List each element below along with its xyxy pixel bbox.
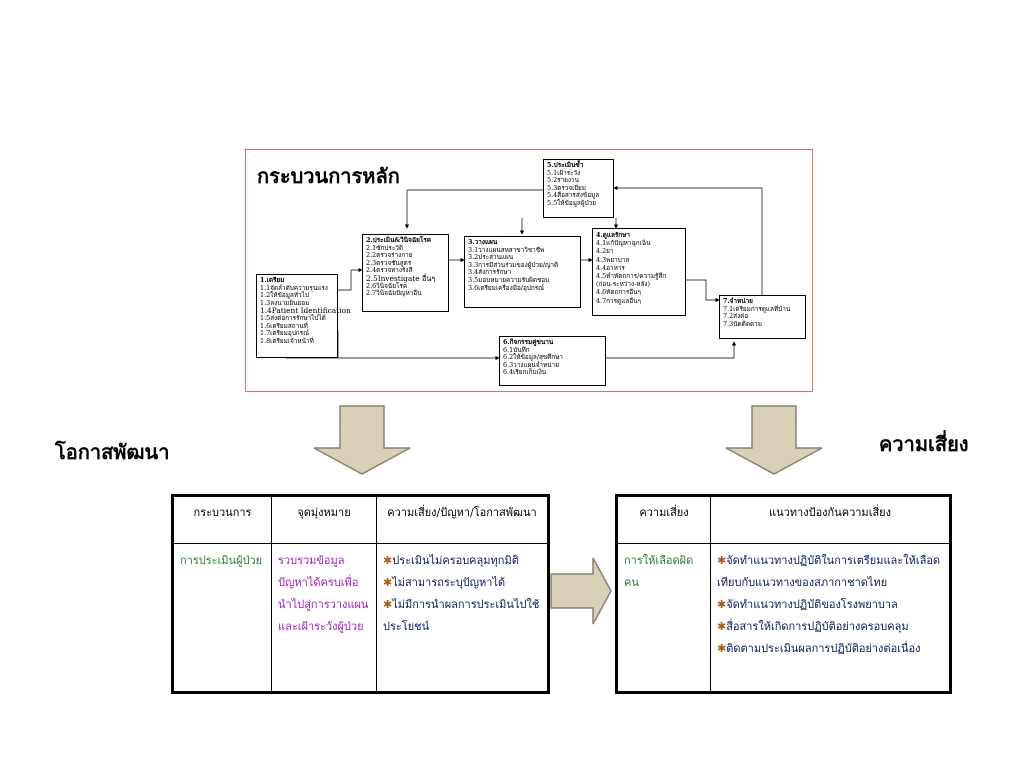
column-header: แนวทางป้องกันความเสี่ยง <box>710 496 950 544</box>
process-box-item: 2.5Investigate อื่นๆ <box>366 273 436 283</box>
measure-item: ✱จัดทำแนวทางปฏิบัติของโรงพยาบาล <box>717 594 943 616</box>
measures-cell: ✱จัดทำแนวทางปฏิบัติในการเตรียมและให้เลือ… <box>710 543 950 692</box>
down-arrow-icon <box>313 405 411 475</box>
process-box-heading: 7.จำหน่าย <box>723 297 753 305</box>
process-box-assess: 2.ประเมิน&วินิจฉัยโรค 2.1ซักประวัติ 2.2ต… <box>362 234 449 312</box>
process-box-item: 2.6วินิจฉัยโรค <box>366 281 408 290</box>
issues-cell: ✱ประเมินไม่ครอบคลุมทุกมิติ ✱ไม่สามารถระบ… <box>376 543 548 692</box>
process-box-item: 6.4เรียกเก็บเงิน <box>503 368 547 377</box>
process-box-item: 1.2ให้ข้อมูลทั่วไป <box>260 291 309 300</box>
issue-text: ไม่มีการนำผลการประเมินไปใช้ประโยชน์ <box>383 598 540 633</box>
process-box-item: 2.7วินิจฉัยปัญหาอื่น <box>366 289 422 298</box>
process-box-item: 5.4สื่อสารส่งข้อมูล <box>547 191 600 200</box>
process-cell: การประเมินผู้ป่วย <box>173 543 272 692</box>
risk-table: ความเสี่ยง แนวทางป้องกันความเสี่ยง การให… <box>615 494 952 694</box>
process-box-heading: 3.วางแผน <box>468 238 498 246</box>
process-box-heading: 4.ดูแลรักษา <box>596 231 630 239</box>
measure-text: สื่อสารให้เกิดการปฏิบัติอย่างครอบคลุม <box>726 620 909 633</box>
issue-text: ประเมินไม่ครอบคลุมทุกมิติ <box>392 554 519 567</box>
process-box-item: 1.5ส่งต่อการรักษาไปได้ <box>260 313 326 322</box>
process-box-item: 4.1แก้ปัญหาฉุกเฉิน <box>596 239 651 248</box>
process-box-reassess: 5.ประเมินซ้ำ 5.1เฝ้าระวัง 5.2รายงาน 5.3ต… <box>543 159 614 218</box>
right-arrow-icon <box>550 557 612 625</box>
process-box-item: 7.2ส่งต่อ <box>723 312 749 321</box>
process-box-item: 3.1วางแผนสหสาขาวิชาชีพ <box>468 245 545 254</box>
opportunity-table: กระบวนการ จุดมุ่งหมาย ความเสี่ยง/ปัญหา/โ… <box>171 494 550 694</box>
risk-cell: การให้เลือดผิดคน <box>617 543 711 692</box>
process-box-heading: 5.ประเมินซ้ำ <box>547 161 584 169</box>
process-box-item: 1.8เตรียมเจ้าหน้าที่ <box>260 336 314 345</box>
process-box-item: 5.1เฝ้าระวัง <box>547 168 581 177</box>
process-box-item: 1.3ลงนามยินยอม <box>260 298 310 307</box>
process-box-item: 4.3พยาบาล <box>596 255 630 264</box>
measure-text: ติดตามประเมินผลการปฏิบัติอย่างต่อเนื่อง <box>726 642 921 655</box>
process-box-item: 6.3วางแผนจำหน่าย <box>503 360 559 369</box>
issue-item: ✱ประเมินไม่ครอบคลุมทุกมิติ <box>383 550 541 572</box>
asterisk-bullet-icon: ✱ <box>717 642 727 655</box>
measure-text: จัดทำแนวทางปฏิบัติในการเตรียมและให้เลือด… <box>717 554 941 589</box>
measure-item: ✱สื่อสารให้เกิดการปฏิบัติอย่างครอบคลุม <box>717 616 943 638</box>
process-box-item: (ก่อน-ระหว่าง-หลัง) <box>596 280 651 289</box>
asterisk-bullet-icon: ✱ <box>717 598 727 611</box>
issue-text: ไม่สามารถระบุปัญหาได้ <box>392 576 506 589</box>
process-box-item: 4.5ทำหัตถการ/ความรู้สึก <box>596 272 667 281</box>
process-box-item: 2.3ตรวจชันสูตร <box>366 258 412 267</box>
column-header: กระบวนการ <box>173 496 272 544</box>
goal-cell: รวบรวมข้อมูลปัญหาได้ครบเพื่อนำไปสู่การวา… <box>271 543 377 692</box>
column-header: จุดมุ่งหมาย <box>271 496 377 544</box>
process-box-heading: 1.เตรียม <box>260 276 285 284</box>
flow-arrows <box>286 185 763 361</box>
process-box-item: 1.4Patient Identification <box>260 306 351 316</box>
process-box-discharge: 7.จำหน่าย 7.1เตรียมการดูแลที่บ้าน 7.2ส่ง… <box>719 295 806 339</box>
process-box-item: 1.7เตรียมอุปกรณ์ <box>260 329 310 338</box>
process-box-item: 3.3การมีส่วนร่วมของผู้ป่วย/ญาติ <box>468 260 559 269</box>
process-box-heading: 2.ประเมิน&วินิจฉัยโรค <box>366 236 432 244</box>
opportunity-label: โอกาสพัฒนา <box>55 440 170 464</box>
process-box-item: 1.6เตรียมสถานที่ <box>260 321 308 330</box>
measure-item: ✱จัดทำแนวทางปฏิบัติในการเตรียมและให้เลือ… <box>717 550 943 594</box>
process-box-item: 3.4สั่งการรักษา <box>468 268 512 277</box>
issue-item: ✱ไม่มีการนำผลการประเมินไปใช้ประโยชน์ <box>383 594 541 638</box>
process-box-item: 2.1ซักประวัติ <box>366 243 404 252</box>
asterisk-bullet-icon: ✱ <box>383 598 393 611</box>
process-box-item: 7.1เตรียมการดูแลที่บ้าน <box>723 304 791 313</box>
process-box-item: 1.1จัดลำดับความรุนแรง <box>260 283 328 292</box>
process-box-item: 3.5มอบหมายความรับผิดชอบ <box>468 275 550 284</box>
asterisk-bullet-icon: ✱ <box>383 554 393 567</box>
process-box-item: 4.6หัตถการอื่นๆ <box>596 288 641 297</box>
process-box-treat: 4.ดูแลรักษา 4.1แก้ปัญหาฉุกเฉิน 4.2ยา 4.3… <box>592 228 686 316</box>
asterisk-bullet-icon: ✱ <box>717 620 727 633</box>
process-diagram: กระบวนการหลัก 1.เตรียม 1.1จัดลำดับความรุ… <box>245 149 813 392</box>
process-box-item: 6.2ให้ข้อมูล/สุขศึกษา <box>503 353 563 362</box>
process-box-item: 2.2ตรวจร่างกาย <box>366 251 413 260</box>
measure-text: จัดทำแนวทางปฏิบัติของโรงพยาบาล <box>726 598 898 611</box>
column-header: ความเสี่ยง <box>617 496 711 544</box>
process-box-item: 3.6เตรียมเครื่องมือ/อุปกรณ์ <box>468 283 545 292</box>
process-box-item: 7.3นัดติดตาม <box>723 319 762 328</box>
process-box-item: 3.2ประสานแผน <box>468 253 514 262</box>
issue-item: ✱ไม่สามารถระบุปัญหาได้ <box>383 572 541 594</box>
process-box-plan: 3.วางแผน 3.1วางแผนสหสาขาวิชาชีพ 3.2ประสา… <box>464 236 581 308</box>
diagram-title: กระบวนการหลัก <box>257 164 400 188</box>
risk-label: ความเสี่ยง <box>879 432 969 456</box>
process-box-item: 5.5ให้ข้อมูลผู้ป่วย <box>547 198 596 207</box>
measure-item: ✱ติดตามประเมินผลการปฏิบัติอย่างต่อเนื่อง <box>717 638 943 660</box>
process-box-heading: 6.กิจกรรมคู่ขนาน <box>503 338 554 346</box>
process-box-prepare: 1.เตรียม 1.1จัดลำดับความรุนแรง 1.2ให้ข้อ… <box>256 274 351 358</box>
process-box-item: 4.7การดูแลอื่นๆ <box>596 296 641 305</box>
process-box-item: 5.2รายงาน <box>547 176 580 185</box>
process-box-item: 4.2ยา <box>596 247 614 256</box>
down-arrow-icon <box>725 405 823 475</box>
process-box-item: 2.4ตรวจทางรังสี <box>366 266 413 275</box>
column-header: ความเสี่ยง/ปัญหา/โอกาสพัฒนา <box>376 496 548 544</box>
process-box-item: 6.1บันทึก <box>503 345 530 354</box>
process-box-parallel: 6.กิจกรรมคู่ขนาน 6.1บันทึก 6.2ให้ข้อมูล/… <box>499 336 606 386</box>
asterisk-bullet-icon: ✱ <box>717 554 727 567</box>
process-box-item: 5.3ตรวจเยี่ยม <box>547 183 586 192</box>
asterisk-bullet-icon: ✱ <box>383 576 393 589</box>
process-box-item: 4.4อาหาร <box>596 263 625 272</box>
